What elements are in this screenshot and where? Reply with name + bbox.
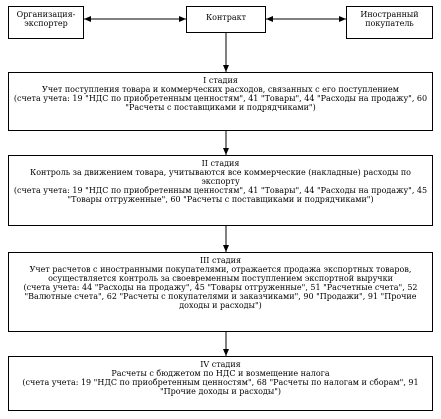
stage-1-title: I стадия [203, 76, 238, 85]
stage-1-accounts: (счета учета: 19 "НДС по приобретенным ц… [13, 94, 428, 112]
arrowhead-right-buyer [339, 16, 346, 22]
arrowhead-right-contract [179, 16, 186, 22]
arrowhead-down-stage2 [223, 148, 229, 155]
stage-2-box: II стадия Контроль за движением товара, … [8, 155, 433, 226]
stage-4-title: IV стадия [200, 360, 241, 369]
stage-3-body: Учет расчетов с иностранными покупателям… [29, 265, 412, 283]
stage-2-title: II стадия [201, 159, 240, 168]
buyer-box: Иностранный покупатель [346, 6, 433, 39]
stage-4-box: IV стадия Расчеты с бюджетом по НДС и во… [8, 356, 433, 411]
arrowhead-down-stage4 [223, 349, 229, 356]
stage-2-accounts: (счета учета: 19 "НДС по приобретенным ц… [13, 186, 428, 204]
arrowhead-left-exporter [84, 16, 91, 22]
contract-label: Контракт [205, 13, 247, 22]
stage-4-body: Расчеты с бюджетом по НДС и возмещение н… [111, 369, 330, 378]
contract-box: Контракт [186, 6, 266, 33]
stage-2-body: Контроль за движением товара, учитываютс… [30, 168, 411, 186]
exporter-box: Организация-экспортер [8, 6, 84, 39]
arrowhead-down-stage3 [223, 245, 229, 252]
arrowhead-left-contract [266, 16, 273, 22]
buyer-label: Иностранный покупатель [360, 10, 419, 28]
stage-1-body: Учет поступления товара и коммерческих р… [42, 85, 399, 94]
stage-3-accounts: (счета учета: 44 "Расходы на продажу", 4… [23, 283, 418, 310]
arrowhead-down-stage1 [223, 65, 229, 72]
exporter-label: Организация-экспортер [16, 10, 76, 28]
stage-3-title: III стадия [199, 256, 241, 265]
stage-3-box: III стадия Учет расчетов с иностранными … [8, 252, 433, 332]
stage-1-box: I стадия Учет поступления товара и комме… [8, 72, 433, 131]
stage-4-accounts: (счета учета: 19 "НДС по приобретенным ц… [22, 378, 419, 396]
